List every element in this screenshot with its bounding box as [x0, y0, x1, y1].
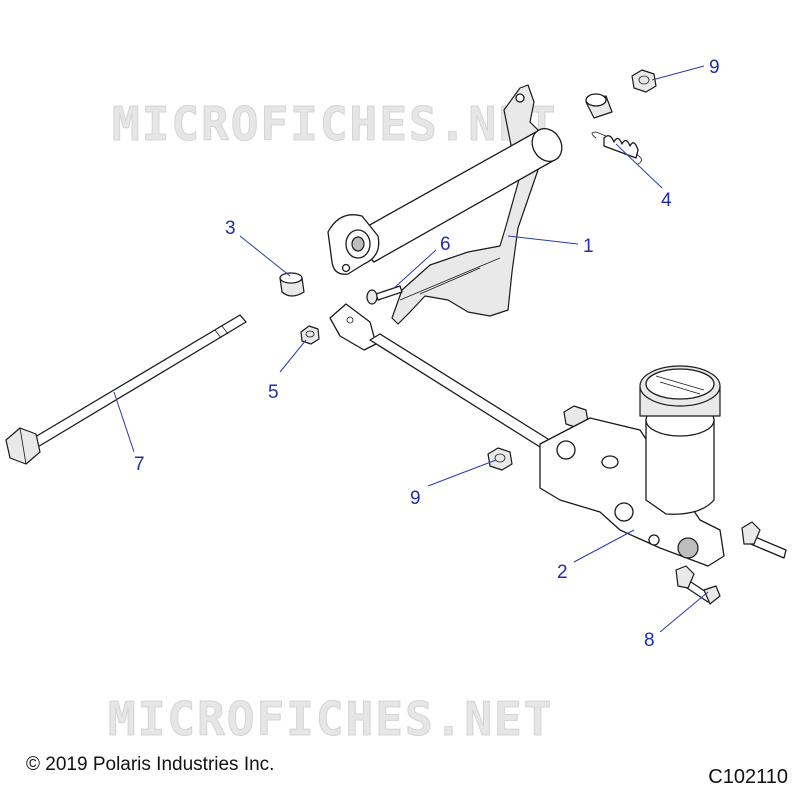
leader-9-lower: [427, 459, 497, 487]
pivot-bolt: [5, 314, 247, 465]
callout-9-top: 9: [709, 57, 720, 78]
leader-7: [113, 391, 135, 453]
leader-6: [393, 249, 437, 289]
drawing-code: C102110: [708, 766, 788, 788]
callout-3: 3: [225, 218, 236, 239]
callout-5: 5: [268, 382, 279, 403]
leader-3: [239, 235, 291, 277]
callout-1: 1: [583, 236, 594, 257]
callout-2: 2: [557, 562, 568, 583]
spring-bushing: [585, 93, 613, 119]
copyright-notice: © 2019 Polaris Industries Inc.: [26, 754, 275, 775]
leader-2: [573, 529, 635, 563]
master-cylinder: [539, 365, 725, 567]
leader-8: [659, 591, 709, 633]
leader-1: [507, 235, 579, 245]
watermark-top: MICROFICHES.NET: [112, 97, 557, 151]
callout-4: 4: [661, 190, 672, 211]
nut-lower: [487, 447, 513, 471]
leader-4: [615, 143, 663, 189]
clevis-pin: [366, 285, 403, 305]
clevis-push-rod: [329, 303, 557, 453]
mount-bolt-1: [741, 521, 787, 559]
small-nut: [300, 325, 320, 345]
return-spring: [591, 131, 642, 165]
pedal-arm: [327, 84, 563, 325]
callout-8: 8: [644, 630, 655, 651]
leader-9-top: [651, 65, 705, 81]
mount-bolt-2: [675, 565, 721, 605]
nut-top: [631, 69, 657, 93]
bushing: [279, 272, 305, 297]
callout-9-lower: 9: [410, 488, 421, 509]
callout-6: 6: [440, 234, 451, 255]
watermark-bottom: MICROFICHES.NET: [108, 692, 553, 746]
callout-7: 7: [134, 454, 145, 475]
leader-5: [279, 339, 307, 373]
